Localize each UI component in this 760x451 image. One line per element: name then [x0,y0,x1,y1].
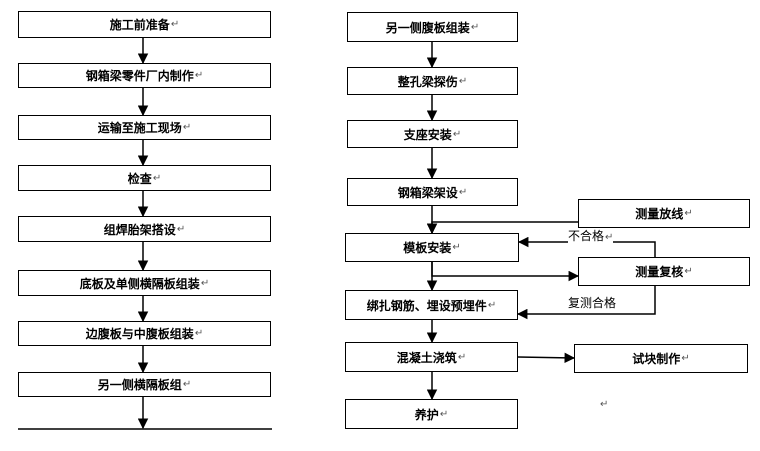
paragraph-mark: ↵ [605,232,614,243]
step-jig-frame-setup: 组焊胎架搭设↵ [18,216,271,242]
paragraph-mark: ↵ [684,208,693,219]
survey-layout-box: 测量放线↵ [578,199,750,228]
paragraph-mark: ↵ [458,75,468,87]
step-curing: 养护↵ [345,399,518,429]
step-web-plate-assembly: 边腹板与中腹板组装↵ [18,321,271,346]
arrow-formwork-to-recheck [431,262,580,282]
paragraph-mark: ↵ [487,299,497,311]
paragraph-mark: ↵ [194,328,204,339]
paragraph-mark: ↵ [470,21,480,33]
paragraph-mark: ↵ [452,242,461,253]
step-inspection: 检查↵ [18,165,271,191]
survey-recheck-box: 测量复核↵ [578,257,750,286]
edge-label-recheck-pass: 复测合格 [568,296,617,310]
step-other-web-assembly: 另一侧腹板组装↵ [347,12,518,42]
step-concrete-pouring: 混凝土浇筑↵ [345,342,518,372]
step-factory-fabrication: 钢箱梁零件厂内制作↵ [18,63,271,88]
arrow-survey-to-formwork [426,221,578,235]
step-other-diaphragm: 另一侧横隔板组↵ [18,372,271,397]
arrow-pass-to-rebar [516,286,656,320]
paragraph-mark: ↵ [176,223,186,235]
paragraph-mark: ↵ [170,19,180,30]
paragraph-mark: ↵ [684,266,693,277]
paragraph-mark: ↵ [458,186,468,198]
step-formwork-installation: 模板安装↵ [345,233,519,262]
step-girder-erection: 钢箱梁架设↵ [347,178,518,206]
step-transport-to-site: 运输至施工现场↵ [18,115,271,140]
step-rebar-embedment: 绑扎钢筋、埋设预埋件↵ [345,290,518,320]
step-bearing-installation: 支座安装↵ [347,120,518,148]
step-bottom-plate-assembly: 底板及单侧横隔板组装↵ [18,270,271,296]
step-construction-preparation: 施工前准备↵ [18,11,271,38]
paragraph-mark: ↵ [439,408,449,420]
step-flaw-detection: 整孔梁探伤↵ [347,67,518,95]
paragraph-mark: ↵ [600,399,609,410]
paragraph-mark: ↵ [681,353,690,364]
paragraph-mark: ↵ [182,379,192,390]
paragraph-mark: ↵ [200,277,210,289]
arrow-concrete-to-testblock [517,352,576,364]
paragraph-mark: ↵ [452,128,462,140]
arrow-fail-to-formwork [517,236,656,257]
paragraph-mark: ↵ [152,172,162,184]
paragraph-mark: ↵ [457,351,467,363]
edge-label-fail: 不合格↵ [568,229,614,245]
paragraph-mark: ↵ [194,70,204,81]
test-block-box: 试块制作↵ [574,344,748,373]
paragraph-mark: ↵ [182,122,192,133]
